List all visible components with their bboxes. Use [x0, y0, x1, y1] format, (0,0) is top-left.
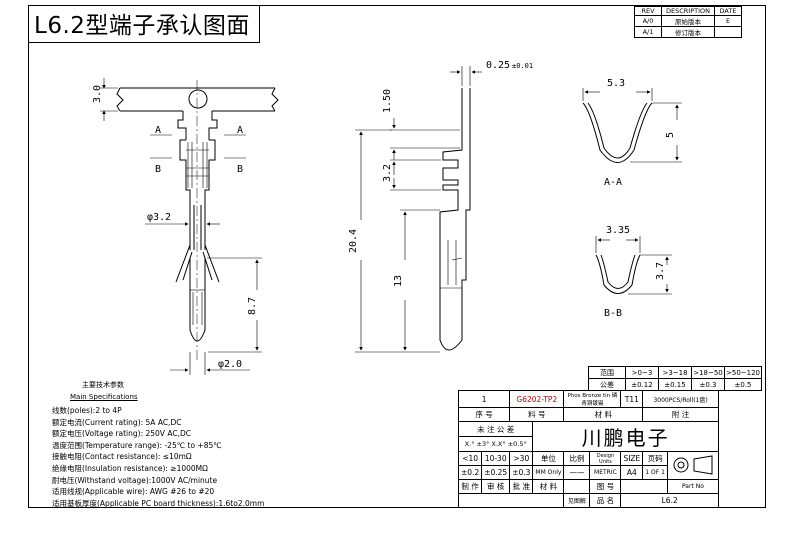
section-mark-a-right: A — [237, 125, 243, 136]
header-part: 料 号 — [509, 407, 565, 422]
tol-cell: ±0.5 — [724, 378, 762, 391]
dim-3-0: 3.0 — [92, 85, 103, 103]
tol-cell: >50~120 — [724, 366, 762, 379]
section-mark-a-left: A — [155, 125, 161, 136]
range-lt10: <10 — [457, 451, 483, 466]
tol-cell: ±0.12 — [625, 378, 659, 391]
dim-1-50: 1.50 — [382, 89, 393, 113]
drawing-no-label: 图 号 — [589, 479, 622, 494]
spec-line: 适用基板厚度(Applicable PC board thickness):1.… — [52, 498, 265, 508]
dim-0-25-tol: ±0.01 — [512, 62, 533, 70]
side-view — [439, 88, 471, 351]
tol-cell: >0~3 — [625, 366, 659, 379]
drawing-ref: 见图解 — [563, 493, 591, 508]
dim-3-2: 3.2 — [382, 164, 393, 182]
dim-3-35: 3.35 — [606, 225, 630, 236]
section-label-b-b: B-B — [604, 308, 622, 319]
drawing-frame — [28, 5, 766, 508]
dim-8-7: 8.7 — [247, 297, 258, 315]
spec-line: 接触电阻(Contact resistance): ≤10mΩ — [52, 452, 192, 462]
dim-0-25: 0.25 — [486, 60, 510, 71]
dim-3-7: 3.7 — [655, 262, 666, 280]
thickness-value: T11 — [620, 390, 644, 408]
revision-table: REV DESCRIPTION DATE A/0 原始版本 E A/1 修订版本 — [634, 6, 742, 38]
material-label: 材 料 — [532, 479, 565, 494]
dim-13: 13 — [393, 275, 404, 287]
design-units-label: Design Units — [589, 451, 622, 466]
section-b-b — [595, 254, 641, 294]
size-value: A4 — [620, 465, 644, 480]
dim-phi-2-0: φ2.0 — [218, 359, 242, 370]
page-label: 页码 — [642, 451, 668, 466]
tolerance-table: 范围 >0~3 >3~18 >18~50 >50~120 公差 ±0.12 ±0… — [588, 366, 762, 391]
unit-label: 单位 — [532, 451, 565, 466]
unspecified-tolerance: 未 注 公 差 — [457, 421, 534, 437]
dim-5-3: 5.3 — [607, 78, 625, 89]
empty-cell — [620, 479, 668, 494]
material-value: Phos Bronze tin 磷青铜镀锡 — [563, 390, 622, 408]
tol-0-3: ±0.3 — [509, 465, 534, 480]
review-label: 审 核 — [481, 479, 511, 494]
projection-symbol — [666, 451, 719, 480]
spec-line: 适用线规(Applicable wire): AWG #26 to #20 — [52, 487, 215, 497]
projection-symbol-icon — [673, 454, 713, 475]
empty-cell — [457, 493, 565, 508]
tol-cell: 公差 — [588, 378, 626, 391]
tol-cell: ±0.15 — [658, 378, 692, 391]
size-label: SIZE — [620, 451, 644, 466]
dim-phi-3-2: φ3.2 — [147, 212, 171, 223]
tol-cell: 范围 — [588, 366, 626, 379]
section-label-a-a: A-A — [604, 177, 622, 188]
part-number: G6202-TP2 — [509, 390, 565, 408]
section-mark-b-left: B — [155, 164, 161, 175]
section-mark-b-right: B — [237, 164, 243, 175]
header-seq: 序 号 — [457, 407, 511, 422]
tol-cell: ±0.3 — [691, 378, 725, 391]
mm-only: MM Only — [532, 465, 565, 480]
tol-cell: >18~50 — [691, 366, 725, 379]
section-a-a — [582, 102, 653, 163]
dim-20-4: 20.4 — [348, 229, 359, 253]
angle-tolerance: X.° ±3° X.X° ±0.5° — [457, 436, 534, 452]
metric-value: METRIC — [589, 465, 622, 480]
spec-line: 额定电流(Current rating): 5A AC,DC — [52, 417, 182, 427]
dim-5: 5 — [665, 132, 676, 138]
tol-0-2: ±0.2 — [457, 465, 483, 480]
tol-0-25: ±0.25 — [481, 465, 511, 480]
spec-line: 线数(poles):2 to 4P — [52, 406, 122, 415]
approve-label: 批 准 — [509, 479, 534, 494]
scale-value: —— — [563, 465, 591, 480]
spec-line: 额定电压(Voltage rating): 250V AC,DC — [52, 429, 191, 439]
specs-subheading: Main Specifications — [70, 393, 138, 401]
spec-line: 温度范围(Temperature range): -25℃ to +85℃ — [52, 440, 222, 450]
front-view — [116, 80, 279, 360]
spec-line: 绝缘电阻(Insulation resistance): ≥1000MΩ — [52, 463, 208, 473]
header-note: 附 注 — [642, 407, 719, 422]
packing-value: 3000PCS/Roll(1盘) — [642, 390, 719, 408]
company-name: 川鹏电子 — [532, 421, 719, 452]
page-title: L6.2型端子承认图面 — [34, 13, 250, 39]
page-value: 1 OF 1 — [642, 465, 668, 480]
make-label: 制 作 — [457, 479, 483, 494]
scale-label: 比例 — [563, 451, 591, 466]
header-material: 材 料 — [563, 407, 644, 422]
item-no: 1 — [457, 390, 511, 408]
specs-heading: 主要技术参数 — [82, 381, 124, 389]
range-gt30: >30 — [509, 451, 534, 466]
product-name-label: 品 名 — [589, 493, 622, 508]
tol-cell: >3~18 — [658, 366, 692, 379]
empty-cell — [563, 479, 591, 494]
product-name: L6.2 — [620, 493, 719, 508]
spec-line: 耐电压(Withstand voltage):1000V AC/minute — [52, 475, 218, 485]
title-box — [28, 5, 260, 43]
title-block: 1 G6202-TP2 Phos Bronze tin 磷青铜镀锡 T11 30… — [457, 390, 719, 508]
range-10-30: 10-30 — [481, 451, 511, 466]
rev-cell: E — [714, 15, 742, 27]
part-no-label: Part No — [666, 479, 719, 494]
rev-cell — [714, 26, 742, 38]
